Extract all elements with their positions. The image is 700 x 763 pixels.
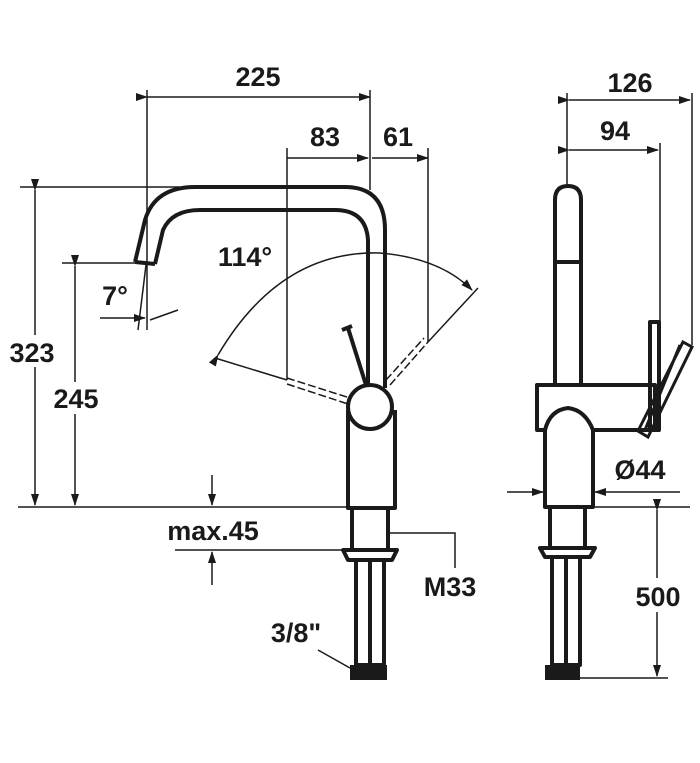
swivel-joint <box>346 383 394 431</box>
hose-connector <box>350 665 387 680</box>
shank <box>350 506 390 552</box>
dim-94: 94 <box>600 116 630 146</box>
dim-83: 83 <box>310 122 340 152</box>
spout-inner <box>153 208 370 386</box>
nut <box>341 548 399 562</box>
dim-225: 225 <box>235 62 280 92</box>
dim-m33: M33 <box>424 572 477 602</box>
spout-outer <box>133 185 387 388</box>
dim-245: 245 <box>53 384 98 414</box>
dim-114-degrees: 114° <box>218 242 272 272</box>
lever <box>346 327 368 386</box>
dim-diameter-44: Ø44 <box>614 455 665 485</box>
side-body-block <box>535 383 657 432</box>
dim-500: 500 <box>635 582 680 612</box>
side-view: 126 94 Ø44 500 <box>507 68 694 680</box>
dim-3-8-inch: 3/8" <box>271 618 321 648</box>
dim-max-45: max.45 <box>167 516 259 546</box>
front-view: 225 83 61 323 245 7° 114° max.45 <box>5 62 479 680</box>
dim-126: 126 <box>607 68 652 98</box>
dim-61: 61 <box>383 122 413 152</box>
dim-323: 323 <box>9 338 54 368</box>
dim-7-degrees: 7° <box>102 281 128 311</box>
side-lever <box>648 320 661 432</box>
side-spout <box>553 184 583 385</box>
